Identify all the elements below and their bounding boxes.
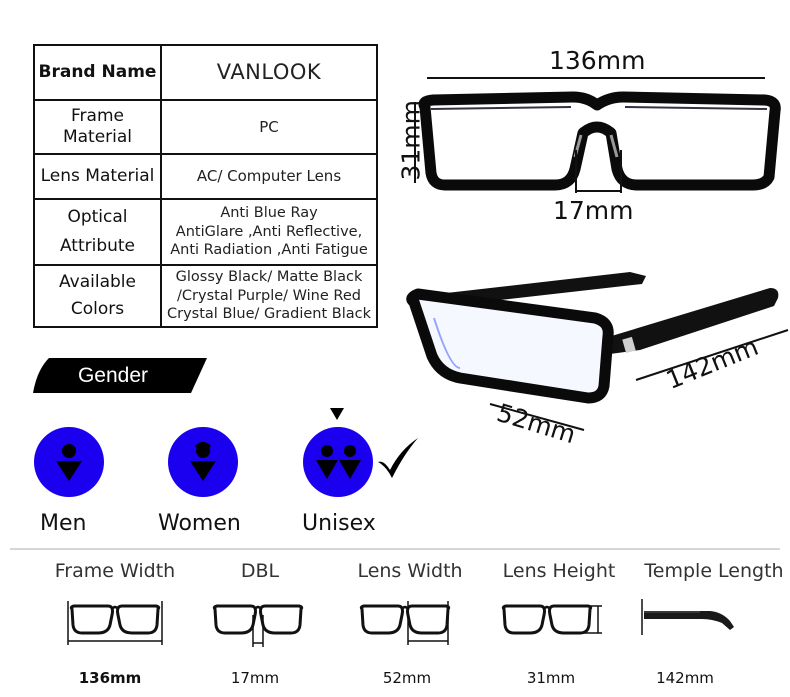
measure-label-dbl: DBL xyxy=(240,560,280,582)
spec-row-brand: Brand Name VANLOOK xyxy=(33,44,378,101)
spec-value-optical-line2: AntiGlare ,Anti Reflective, xyxy=(175,223,363,240)
women-label: Women xyxy=(158,511,241,536)
spec-value-frame: PC xyxy=(160,99,378,155)
front-glasses-diagram xyxy=(414,77,781,193)
check-icon xyxy=(378,438,418,478)
spec-row-lens: Lens Material AC/ Computer Lens xyxy=(33,153,378,200)
spec-key-colors-line2: Colors xyxy=(70,299,125,319)
frame-width-label: 136mm xyxy=(549,46,646,75)
unisex-label: Unisex xyxy=(302,511,376,536)
temple-arm-icon xyxy=(605,288,779,354)
measure-label-lens-width: Lens Width xyxy=(357,560,463,582)
spec-value-brand: VANLOOK xyxy=(160,44,378,101)
spec-key-optical: Optical Attribute xyxy=(33,198,162,266)
frame-width-icon xyxy=(67,601,163,645)
gender-title: Gender xyxy=(77,364,149,387)
spec-key-frame-line2: Material xyxy=(62,127,133,147)
spec-row-optical: Optical Attribute Anti Blue Ray AntiGlar… xyxy=(33,198,378,266)
bridge-label: 17mm xyxy=(553,196,634,225)
measure-label-lens-height: Lens Height xyxy=(502,560,616,582)
angled-frame-icon xyxy=(406,288,614,404)
temple-length-icon xyxy=(641,599,734,635)
measure-label-temple-length: Temple Length xyxy=(644,560,784,582)
spec-value-optical-line1: Anti Blue Ray xyxy=(220,205,318,222)
spec-key-optical-line1: Optical xyxy=(67,206,128,227)
section-divider xyxy=(10,548,780,550)
selected-arrow-icon xyxy=(330,408,344,420)
spec-key-lens: Lens Material xyxy=(33,153,162,200)
spec-table: Brand Name VANLOOK Frame Material PC Len… xyxy=(33,44,378,328)
men-label: Men xyxy=(40,511,87,536)
spec-key-brand: Brand Name xyxy=(33,44,162,101)
measure-value-lens-width: 52mm xyxy=(382,669,432,687)
lens-height-label: 31mm xyxy=(396,99,426,181)
spec-row-colors: Available Colors Glossy Black/ Matte Bla… xyxy=(33,264,378,328)
spec-key-colors-line1: Available xyxy=(59,271,136,292)
front-frame-icon xyxy=(418,91,781,191)
men-option[interactable] xyxy=(34,427,104,497)
spec-key-colors: Available Colors xyxy=(33,264,162,328)
temple-length-line xyxy=(635,329,789,381)
spec-key-frame-line1: Frame xyxy=(71,105,124,126)
side-glasses-diagram xyxy=(406,272,789,431)
lens-height-icon xyxy=(501,604,602,635)
gender-banner: Gender xyxy=(33,358,207,393)
spec-key-frame: Frame Material xyxy=(33,99,162,155)
spec-value-colors-line2: /Crystal Purple/ Wine Red xyxy=(177,287,361,304)
measure-value-dbl: 17mm xyxy=(230,669,280,687)
spec-value-optical: Anti Blue Ray AntiGlare ,Anti Reflective… xyxy=(160,198,378,266)
women-option[interactable] xyxy=(168,427,238,497)
dbl-icon xyxy=(212,604,304,647)
lens-width-line xyxy=(489,403,585,431)
lens-width-icon xyxy=(359,601,451,645)
unisex-icon xyxy=(316,445,361,479)
spec-value-colors-line1: Glossy Black/ Matte Black xyxy=(175,269,363,286)
spec-key-optical-line2: Attribute xyxy=(59,236,136,256)
spec-value-optical-line3: Anti Radiation ,Anti Fatigue xyxy=(170,242,368,259)
measure-value-temple-length: 142mm xyxy=(656,669,714,687)
measure-value-frame-width: 136mm xyxy=(78,669,142,687)
measure-label-frame-width: Frame Width xyxy=(54,560,176,582)
men-icon xyxy=(56,444,82,481)
measure-value-lens-height: 31mm xyxy=(526,669,576,687)
spec-value-colors-line3: Crystal Blue/ Gradient Black xyxy=(167,306,371,323)
women-icon xyxy=(190,442,216,481)
spec-row-frame: Frame Material PC xyxy=(33,99,378,155)
unisex-option[interactable] xyxy=(303,427,373,497)
spec-value-colors: Glossy Black/ Matte Black /Crystal Purpl… xyxy=(160,264,378,328)
spec-value-lens: AC/ Computer Lens xyxy=(160,153,378,200)
